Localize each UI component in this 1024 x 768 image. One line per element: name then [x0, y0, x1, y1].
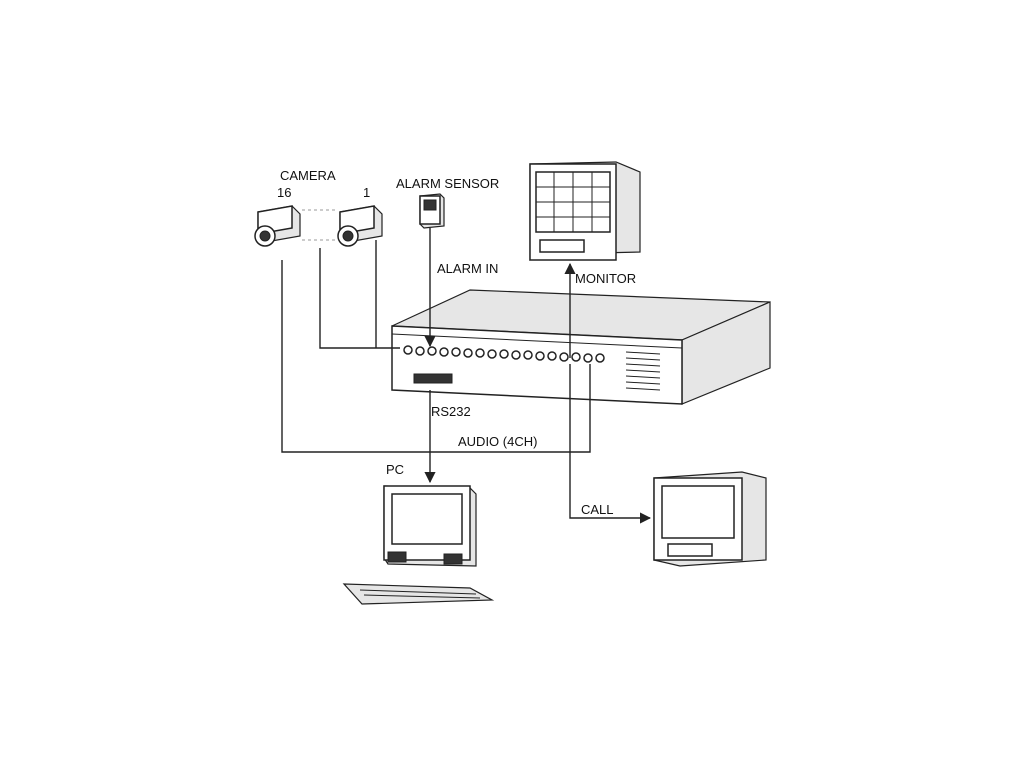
alarm-sensor-label: ALARM SENSOR	[396, 176, 499, 191]
camera-16-video-connection	[319, 248, 400, 349]
pc-label: PC	[386, 462, 404, 477]
dvr-unit-icon	[391, 289, 771, 405]
alarm-sensor-icon	[419, 193, 445, 229]
dvr-bnc-connectors	[403, 345, 605, 363]
rs232-label: RS232	[431, 404, 471, 419]
camera-label: CAMERA	[280, 168, 336, 183]
alarm-in-label: ALARM IN	[437, 261, 498, 276]
dvr-vent-grill	[625, 351, 661, 391]
dvr-serial-port	[413, 373, 453, 384]
monitor-label: MONITOR	[575, 271, 636, 286]
camera-16-icon	[254, 205, 301, 247]
audio-label: AUDIO (4CH)	[458, 434, 537, 449]
camera-16-label: 16	[277, 185, 291, 200]
audio-connection	[281, 260, 591, 453]
call-monitor-icon	[653, 471, 767, 567]
monitor-multiview-icon	[529, 161, 641, 261]
camera-1-icon	[337, 205, 383, 247]
camera-1-label: 1	[363, 185, 370, 200]
call-connection	[569, 364, 652, 524]
call-label: CALL	[581, 502, 614, 517]
pc-icon	[342, 485, 495, 605]
